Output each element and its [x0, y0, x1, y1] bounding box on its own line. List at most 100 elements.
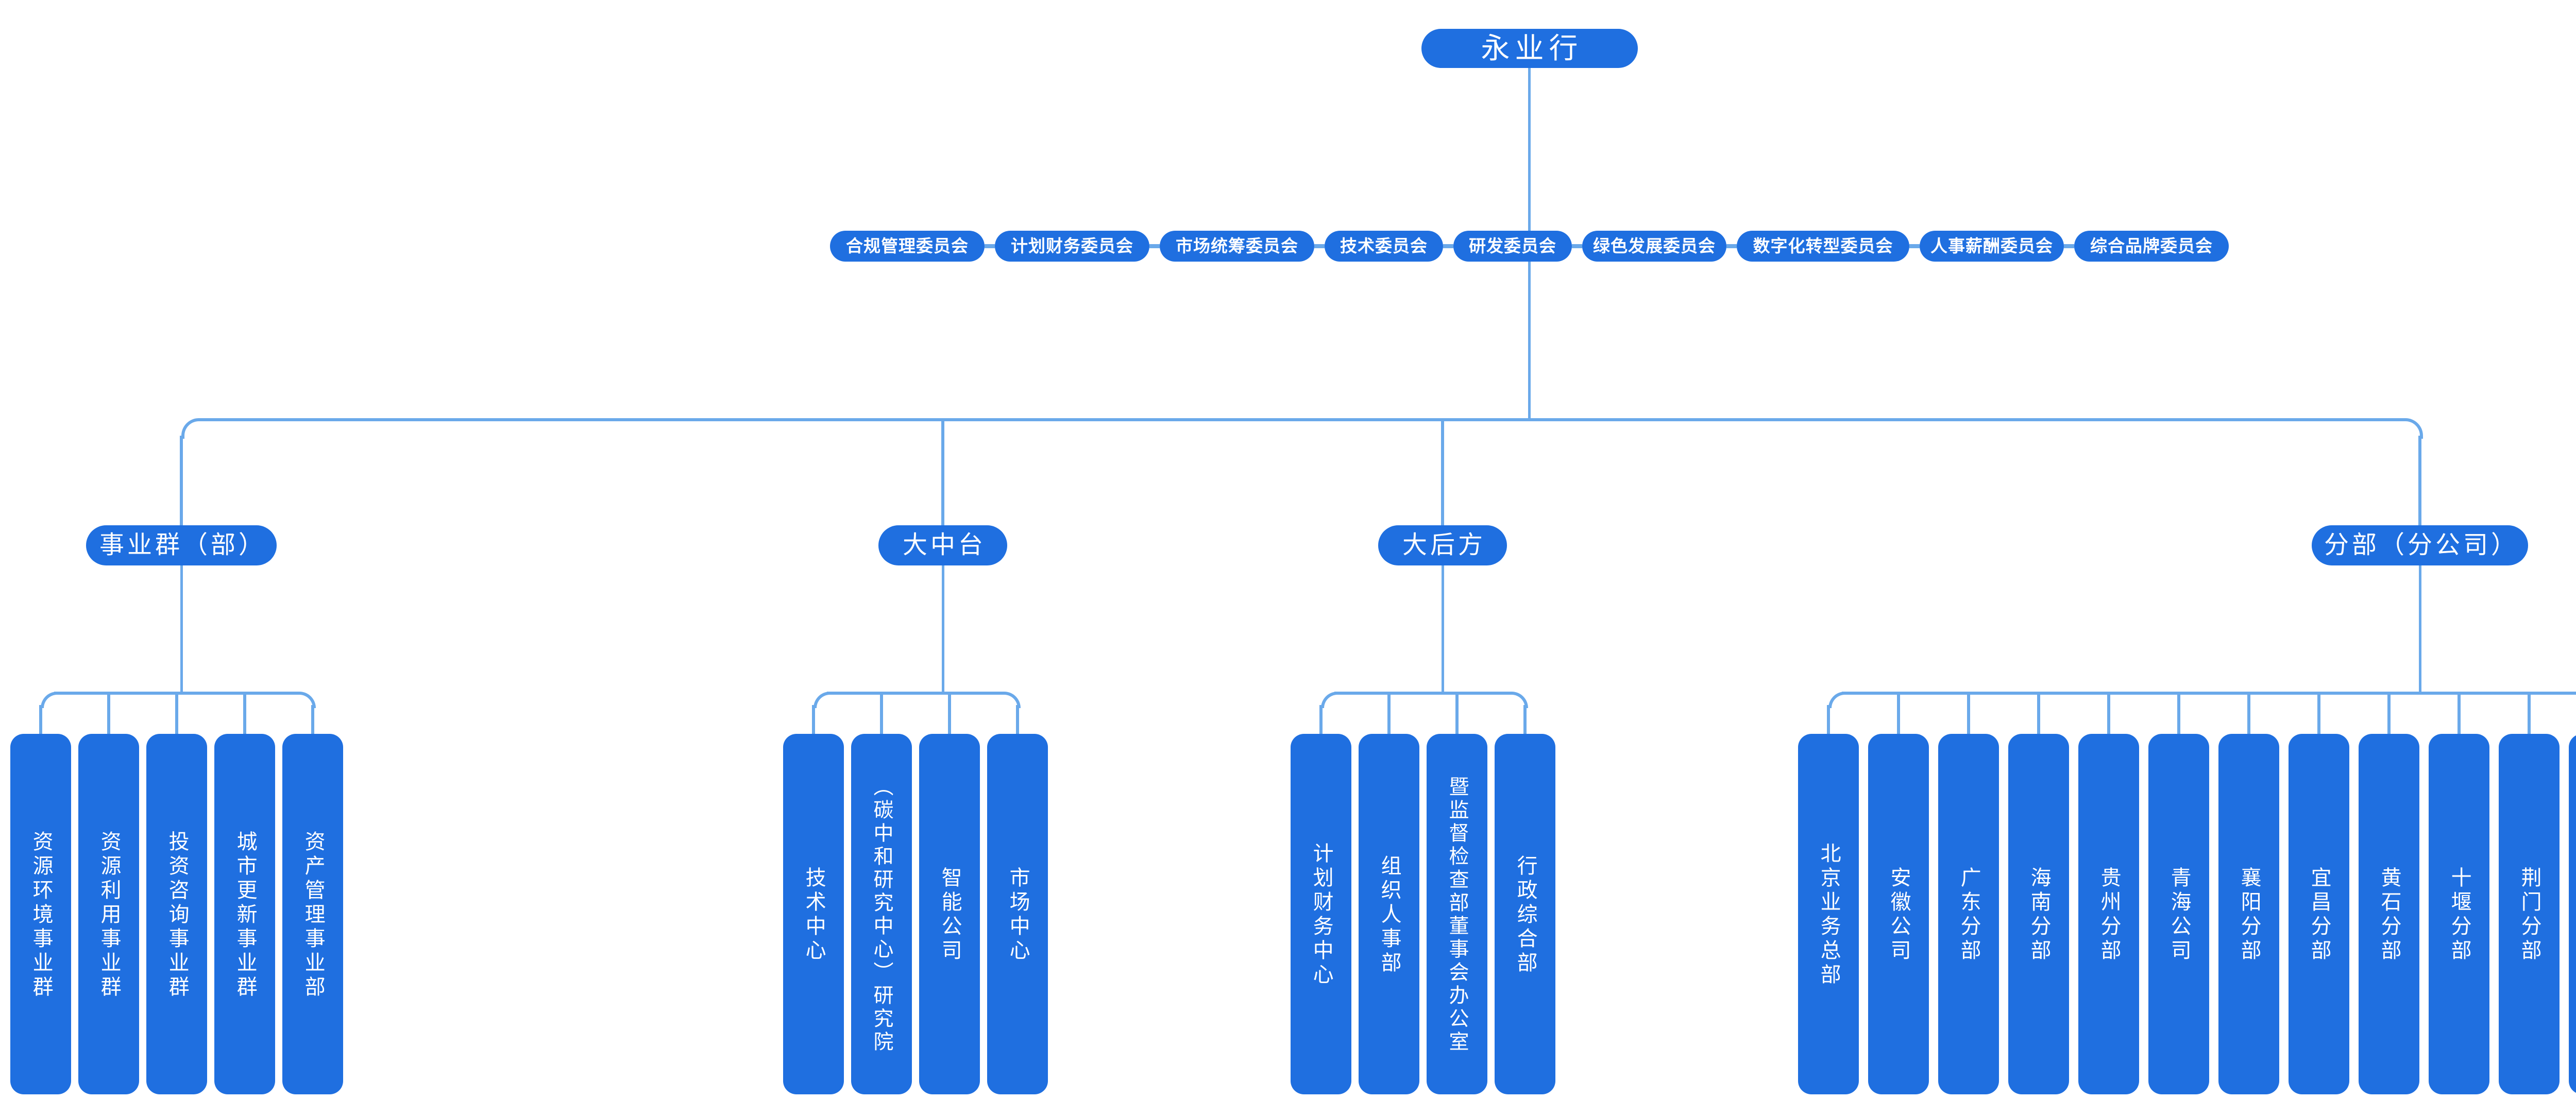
leaf-node[interactable]: 城市更新事业群 [214, 734, 275, 1094]
committee-label: 合规管理委员会 [846, 236, 969, 255]
connector-vertical [107, 692, 110, 734]
connector-vertical [941, 565, 944, 692]
leaf-label-secondary: （碳中和研究中心） [871, 776, 893, 985]
connector-vertical [2177, 692, 2180, 734]
connector-vertical [2107, 692, 2110, 734]
connector-elbow [1321, 692, 1337, 708]
connector-vertical [2458, 692, 2461, 734]
connector-vertical [1319, 705, 1323, 734]
connector-horizontal [985, 244, 995, 248]
leaf-label: 荆门分部 [2518, 867, 2541, 964]
leaf-node[interactable]: 十堰分部 [2429, 734, 2489, 1094]
committee-node[interactable]: 研发委员会 [1453, 231, 1572, 262]
committee-label: 人事薪酬委员会 [1930, 236, 2053, 255]
leaf-node[interactable]: 襄阳分部 [2218, 734, 2279, 1094]
connector-horizontal [1572, 244, 1582, 248]
connector-elbow [41, 692, 57, 708]
group-node[interactable]: 事业群（部） [86, 525, 277, 565]
committee-node[interactable]: 综合品牌委员会 [2074, 231, 2229, 262]
connector-horizontal [2064, 244, 2074, 248]
connector-elbow [181, 418, 202, 439]
leaf-node[interactable]: 市场中心 [987, 734, 1048, 1094]
leaf-node[interactable]: 智能公司 [919, 734, 980, 1094]
group-node[interactable]: 大中台 [878, 525, 1007, 565]
connector-vertical [311, 705, 314, 734]
leaf-node[interactable]: 投资咨询事业群 [146, 734, 207, 1094]
leaf-node[interactable]: 北京业务总部 [1798, 734, 1859, 1094]
committee-node[interactable]: 数字化转型委员会 [1737, 231, 1909, 262]
leaf-node[interactable]: 海南分部 [2008, 734, 2069, 1094]
group-label: 事业群（部） [99, 531, 266, 559]
leaf-label: 安徽公司 [1887, 867, 1910, 964]
leaf-label: 资源利用事业群 [97, 830, 121, 1000]
connector-vertical [1441, 418, 1444, 525]
committee-label: 绿色发展委员会 [1593, 236, 1716, 255]
leaf-label: 资源环境事业群 [29, 830, 53, 1000]
connector-vertical [2418, 436, 2421, 525]
leaf-label: 智能公司 [938, 867, 961, 964]
leaf-node[interactable]: 荆门分部 [2499, 734, 2560, 1094]
connector-vertical [180, 436, 183, 525]
leaf-label: 投资咨询事业群 [165, 830, 189, 1000]
group-node[interactable]: 分部（分公司） [2312, 525, 2528, 565]
connector-vertical [880, 692, 883, 734]
connector-horizontal [199, 418, 2402, 421]
connector-vertical [1455, 692, 1459, 734]
leaf-node[interactable]: 广东分部 [1938, 734, 1999, 1094]
leaf-node[interactable]: 计划财务中心 [1291, 734, 1351, 1094]
committee-label: 计划财务委员会 [1011, 236, 1133, 255]
leaf-label: 广东分部 [1957, 867, 1980, 964]
leaf-node[interactable]: 资产管理事业部 [282, 734, 343, 1094]
root-node-label: 永业行 [1481, 31, 1583, 64]
leaf-label: 计划财务中心 [1310, 843, 1333, 988]
leaf-label: 市场中心 [1006, 867, 1029, 964]
leaf-node[interactable]: 资源利用事业群 [78, 734, 139, 1094]
connector-horizontal [1443, 244, 1453, 248]
connector-vertical [812, 705, 815, 734]
connector-vertical [2418, 565, 2421, 692]
connector-vertical [2037, 692, 2040, 734]
connector-vertical [941, 418, 944, 525]
leaf-node[interactable]: 宜昌分部 [2289, 734, 2349, 1094]
connector-elbow [1828, 692, 1845, 708]
leaf-node[interactable]: 技术中心 [783, 734, 844, 1094]
committee-label: 技术委员会 [1340, 236, 1428, 255]
leaf-node[interactable]: 安徽公司 [1868, 734, 1929, 1094]
connector-horizontal [827, 692, 1004, 695]
connector-vertical [1016, 705, 1019, 734]
leaf-node[interactable]: 资源环境事业群 [10, 734, 71, 1094]
connector-vertical [180, 565, 183, 692]
leaf-label: 北京业务总部 [1817, 843, 1840, 988]
connector-vertical [1441, 565, 1444, 692]
connector-horizontal [1909, 244, 1920, 248]
leaf-node[interactable]: （碳中和研究中心）研究院 [851, 734, 912, 1094]
connector-vertical [175, 692, 178, 734]
committee-node[interactable]: 合规管理委员会 [830, 231, 985, 262]
connector-vertical [39, 705, 42, 734]
leaf-node[interactable]: 鄂州分部 [2569, 734, 2576, 1094]
committee-node[interactable]: 市场统筹委员会 [1160, 231, 1314, 262]
connector-vertical [2247, 692, 2250, 734]
leaf-node[interactable]: 暨监督检查部董事会办公室 [1427, 734, 1487, 1094]
leaf-label: 行政综合部 [1514, 854, 1537, 976]
connector-vertical [2387, 692, 2391, 734]
connector-vertical [2528, 692, 2531, 734]
committee-node[interactable]: 绿色发展委员会 [1582, 231, 1726, 262]
leaf-node[interactable]: 行政综合部 [1495, 734, 1555, 1094]
leaf-node[interactable]: 组织人事部 [1359, 734, 1419, 1094]
connector-vertical [1967, 692, 1970, 734]
leaf-node[interactable]: 贵州分部 [2078, 734, 2139, 1094]
root-node[interactable]: 永业行 [1421, 29, 1638, 68]
leaf-label-secondary: 暨监督检查部 [1446, 776, 1469, 915]
leaf-label: 海南分部 [2027, 867, 2050, 964]
committee-label: 综合品牌委员会 [2090, 236, 2213, 255]
leaf-node[interactable]: 黄石分部 [2359, 734, 2419, 1094]
leaf-node[interactable]: 青海公司 [2148, 734, 2209, 1094]
connector-horizontal [1149, 244, 1160, 248]
leaf-label: 组织人事部 [1378, 854, 1401, 976]
committee-node[interactable]: 计划财务委员会 [995, 231, 1149, 262]
committee-label: 数字化转型委员会 [1753, 236, 1893, 255]
committee-node[interactable]: 技术委员会 [1325, 231, 1443, 262]
group-node[interactable]: 大后方 [1378, 525, 1507, 565]
committee-node[interactable]: 人事薪酬委员会 [1920, 231, 2064, 262]
